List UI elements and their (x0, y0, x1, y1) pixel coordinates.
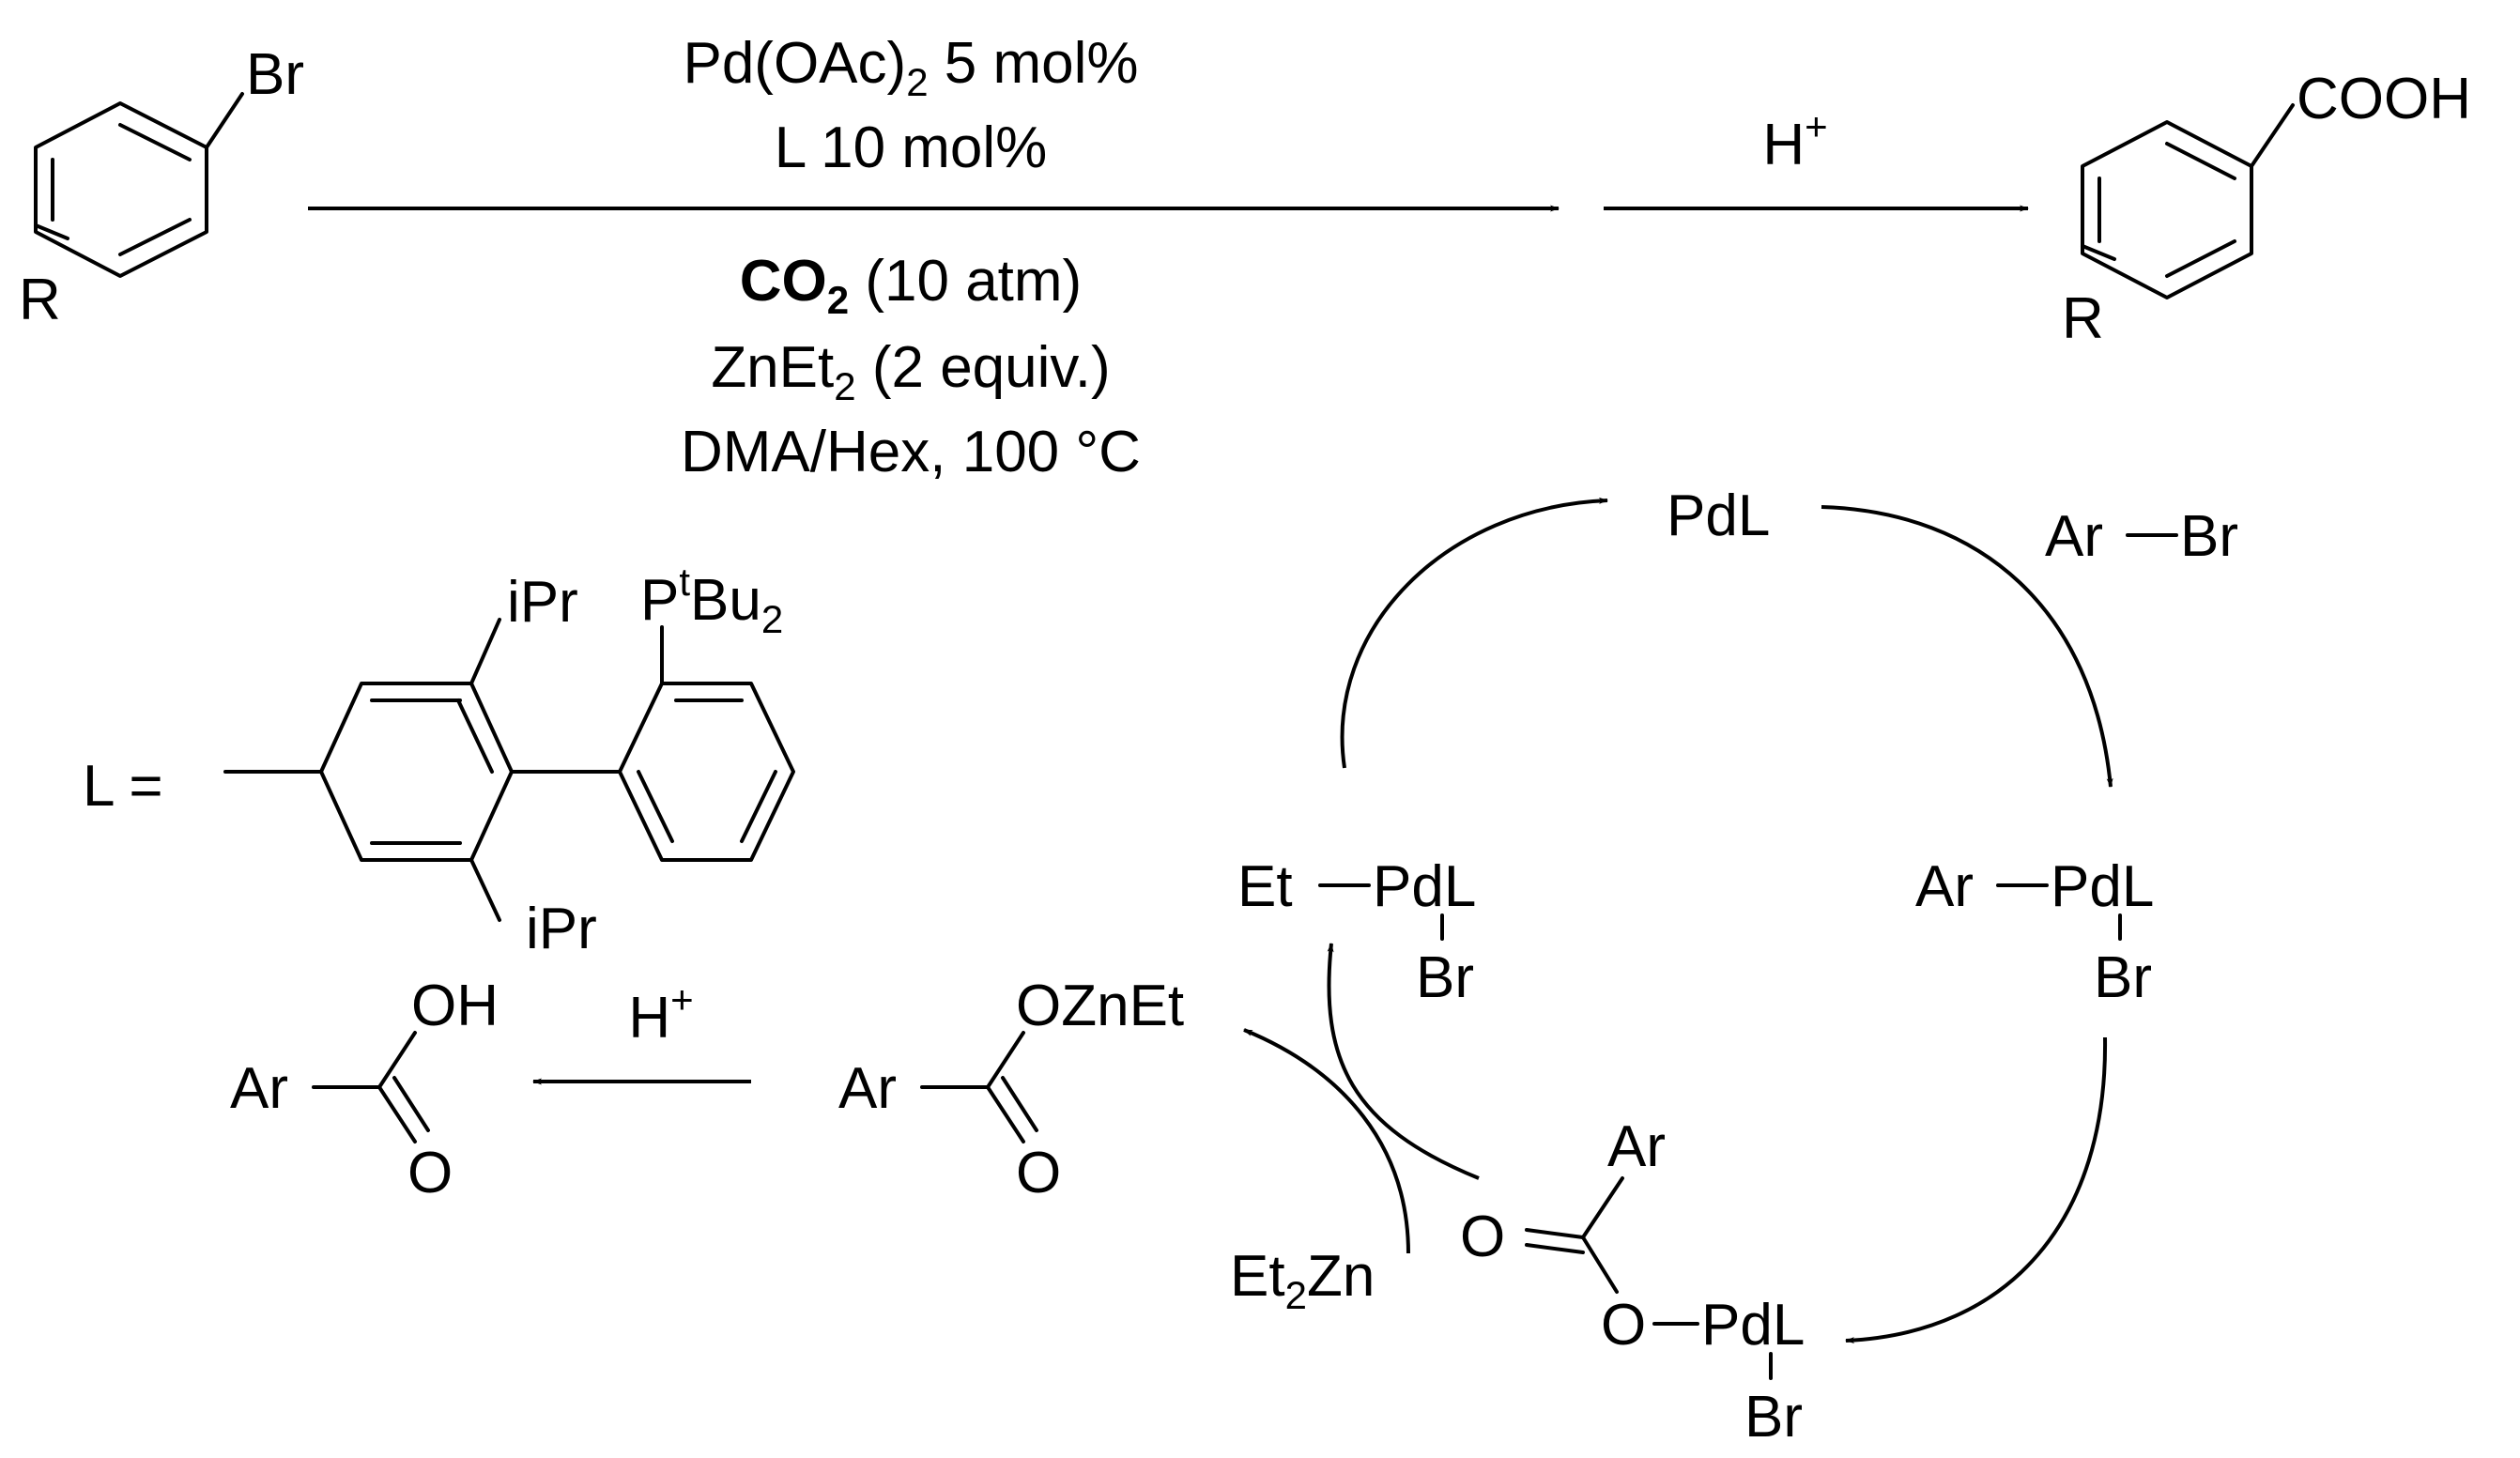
svg-text:Br: Br (2180, 504, 2238, 569)
final-carboxylic-acid: Ar OH O (230, 974, 499, 1205)
conditions-above-arrow: Pd(OAc)2 5 mol% L 10 mol% (683, 31, 1138, 180)
conditions-below-arrow: CO2 (10 atm) ZnEt2 (2 equiv.) DMA/Hex, 1… (681, 249, 1141, 484)
svg-text:Ar: Ar (838, 1056, 897, 1121)
svg-text:O: O (407, 1141, 453, 1205)
ligand-label: L = (83, 754, 163, 819)
cycle-palladium-carboxylate: Ar O O PdL Br (1460, 1114, 1805, 1450)
benzoic-acid-product: COOH R (2062, 67, 2471, 351)
final-acid-label: H+ (628, 977, 693, 1051)
co2-line: CO2 (10 atm) (740, 249, 1082, 322)
cycle-pdl: PdL (1667, 483, 1770, 548)
aryl-bromide-reactant: Br R (19, 42, 304, 332)
co2-insertion-arrow (1845, 1036, 2108, 1344)
svg-text:Br: Br (1416, 945, 1474, 1010)
svg-text:O: O (1460, 1205, 1505, 1269)
transmetalation-arrow (1327, 943, 1480, 1180)
ligand-loading-line: L 10 mol% (775, 115, 1048, 180)
svg-text:Br: Br (1744, 1385, 1803, 1450)
svg-text:PdL: PdL (1373, 854, 1476, 919)
oxidative-addition-arrow (1821, 505, 2113, 788)
cycle-ar-br: Ar Br (2045, 504, 2238, 569)
svg-text:Et: Et (1237, 854, 1293, 919)
svg-text:O: O (1601, 1293, 1646, 1358)
cycle-aryl-palladium-bromide: Ar PdL Br (1915, 854, 2154, 1010)
svg-text:Ar: Ar (1915, 854, 1974, 919)
svg-text:Ar: Ar (2045, 504, 2103, 569)
product-r-label: R (2062, 286, 2104, 351)
ligand-ipr-bottom: iPr (526, 897, 597, 961)
solvent-temp-line: DMA/Hex, 100 °C (681, 420, 1141, 484)
ligand-structure: L = iPr iPr PtBu2 (83, 560, 795, 961)
reductive-elimination-arrow (1340, 497, 1608, 769)
svg-text:Ar: Ar (1607, 1114, 1666, 1179)
ligand-phosphine-label: PtBu2 (640, 560, 783, 641)
svg-text:Ar: Ar (230, 1056, 288, 1121)
svg-text:Br: Br (2094, 945, 2152, 1010)
reactant-r-label: R (19, 268, 61, 332)
acid-workup-label: H+ (1762, 104, 1827, 177)
reactant-br-label: Br (246, 42, 304, 107)
svg-text:OZnEt: OZnEt (1016, 974, 1184, 1038)
ligand-ipr-top: iPr (507, 570, 578, 635)
znet2-line: ZnEt2 (2 equiv.) (711, 335, 1110, 408)
zinc-carboxylate: Ar OZnEt O (838, 974, 1184, 1205)
svg-text:PdL: PdL (2051, 854, 2154, 919)
cycle-diethylzinc: Et2Zn (1230, 1244, 1375, 1317)
svg-text:O: O (1016, 1141, 1061, 1205)
svg-text:PdL: PdL (1701, 1293, 1805, 1358)
catalyst-line: Pd(OAc)2 5 mol% (683, 31, 1138, 104)
cycle-ethyl-palladium-bromide: Et PdL Br (1237, 854, 1476, 1010)
product-cooh-label: COOH (2297, 67, 2471, 131)
zinc-exchange-arrow (1243, 1028, 1410, 1254)
svg-text:OH: OH (411, 974, 499, 1038)
